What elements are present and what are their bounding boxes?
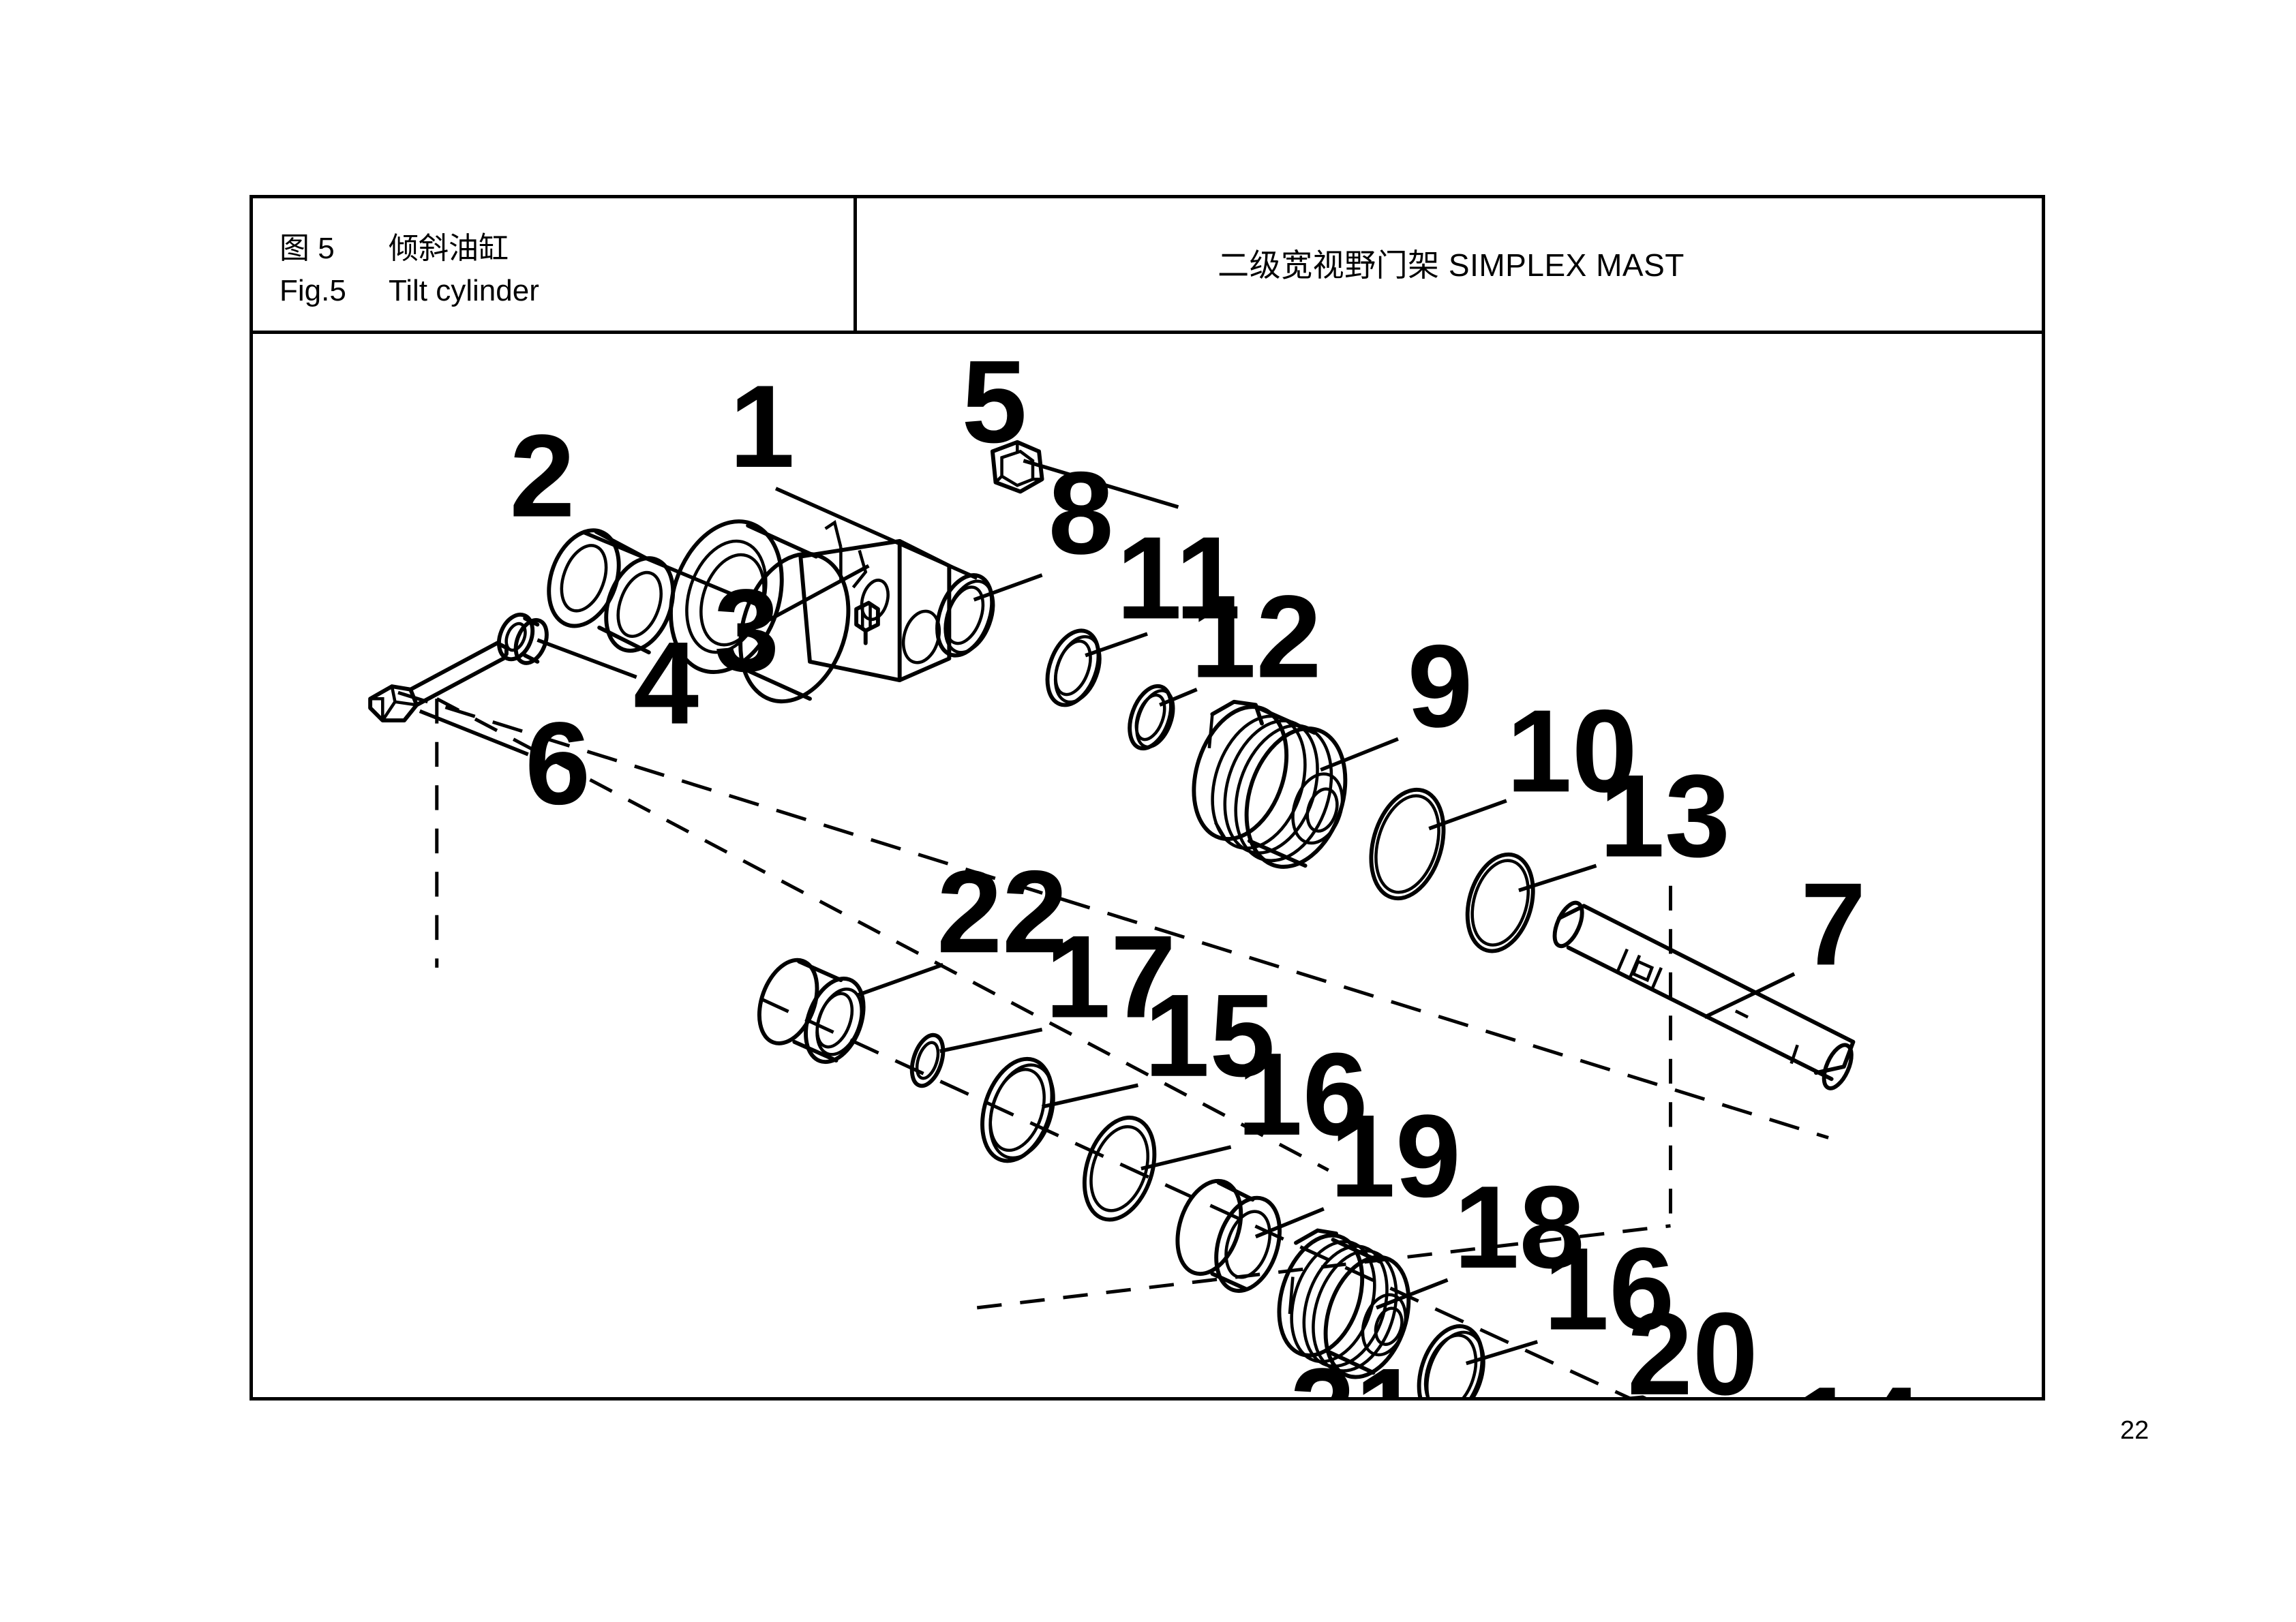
part-seal-ring-16-lower <box>1417 1324 1485 1401</box>
callout-19: 19 <box>1330 1090 1461 1222</box>
part-gland-head-9 <box>1192 699 1348 869</box>
part-hex-nut-5 <box>990 440 1044 494</box>
exploded-parts-diagram: 1 2 5 3 4 6 8 11 12 9 10 13 7 22 17 15 1… <box>250 334 2045 1401</box>
callout-20: 20 <box>1627 1288 1758 1401</box>
assembly-title-cell: 二级宽视野门架 SIMPLEX MAST <box>857 195 2045 331</box>
part-o-ring-10 <box>1369 787 1446 901</box>
callout-numbers: 1 2 5 3 4 6 8 11 12 9 10 13 7 22 17 15 1… <box>509 336 1922 1401</box>
parts-illustration: 1 2 5 3 4 6 8 11 12 9 10 13 7 22 17 15 1… <box>368 336 1922 1401</box>
callout-1: 1 <box>729 361 795 492</box>
figure-name-chinese: 倾斜油缸 <box>389 232 509 265</box>
part-backup-ring-12 <box>1128 684 1175 751</box>
callout-22: 22 <box>937 846 1068 977</box>
callout-6: 6 <box>525 698 590 829</box>
assembly-axis-lower <box>759 997 1639 1401</box>
callout-11: 11 <box>1117 512 1241 643</box>
callout-13: 13 <box>1599 750 1730 882</box>
figure-caption-english: Fig.5 Tilt cylinder <box>280 274 539 308</box>
part-seal-ring-11 <box>1045 628 1102 707</box>
part-seal-ring-8 <box>935 572 995 658</box>
part-piston-18 <box>1277 1228 1411 1379</box>
part-washer-4 <box>496 612 549 665</box>
callout-14: 14 <box>1792 1362 1922 1401</box>
part-spacer-bushing-22 <box>757 958 866 1065</box>
callout-5: 5 <box>962 336 1027 468</box>
part-o-ring-13 <box>1465 852 1535 953</box>
callout-16-lower: 16 <box>1543 1223 1674 1355</box>
part-piston-rod-7 <box>1552 900 1856 1090</box>
callout-10: 10 <box>1507 685 1637 816</box>
callout-4: 4 <box>633 617 699 749</box>
figure-caption-chinese: 图 5 倾斜油缸 <box>280 224 509 267</box>
callout-8: 8 <box>1048 447 1114 579</box>
title-block: 图 5 倾斜油缸 Fig.5 Tilt cylinder 二级宽视野门架 SIM… <box>250 195 2045 334</box>
part-bushing-2 <box>547 528 676 655</box>
part-wear-ring-19 <box>1175 1178 1282 1294</box>
callout-leader-lines <box>419 459 1796 1366</box>
callout-3: 3 <box>714 565 779 697</box>
figure-caption-cell: 图 5 倾斜油缸 Fig.5 Tilt cylinder <box>250 195 857 331</box>
callout-18: 18 <box>1454 1161 1585 1293</box>
part-cylinder-tube-14 <box>1608 1395 1654 1401</box>
callout-7: 7 <box>1800 858 1866 990</box>
callout-21: 21 <box>1290 1344 1421 1401</box>
drawing-frame <box>250 195 2045 1401</box>
callout-12: 12 <box>1191 571 1322 703</box>
figure-tag-chinese: 图 5 <box>280 232 335 265</box>
callout-16-upper: 16 <box>1237 1028 1368 1160</box>
callout-9: 9 <box>1407 620 1472 752</box>
part-rod-eye-1 <box>669 519 952 704</box>
part-bolt-6 <box>368 641 509 722</box>
callout-2: 2 <box>509 410 575 542</box>
part-small-ring-17 <box>909 1032 946 1088</box>
figure-name-english: Tilt cylinder <box>389 274 539 307</box>
callout-17: 17 <box>1045 911 1176 1043</box>
part-seal-ring-16-upper <box>1082 1116 1157 1222</box>
assembly-axis-upper <box>397 690 1829 1139</box>
part-grease-fitting-3 <box>854 600 880 645</box>
page-number: 22 <box>2120 1416 2149 1445</box>
part-seal-ring-15 <box>980 1056 1055 1163</box>
assembly-title: 二级宽视野门架 SIMPLEX MAST <box>1218 247 1685 283</box>
callout-15: 15 <box>1144 970 1275 1101</box>
figure-tag-english: Fig.5 <box>280 274 346 307</box>
